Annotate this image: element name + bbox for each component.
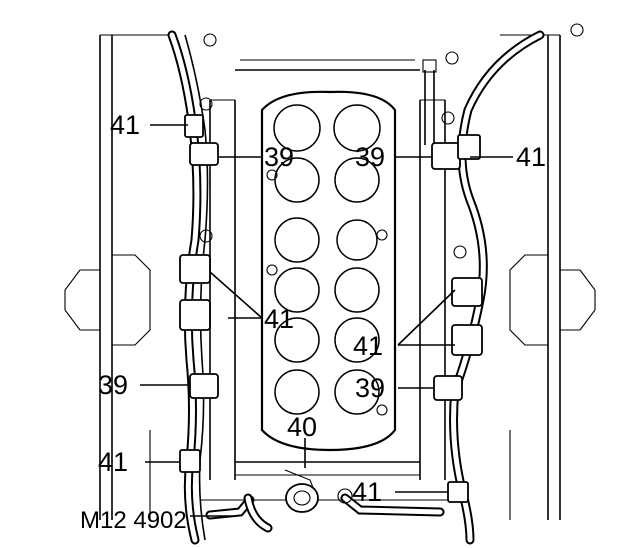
callout-41-top-left: 41 [110, 110, 140, 140]
intake-manifold-gasket [260, 90, 397, 452]
callout-39-lower-left: 39 [98, 370, 128, 400]
callout-40-center: 40 [287, 412, 317, 442]
leader-lines [140, 124, 513, 517]
callout-41-bottom-right: 41 [352, 477, 382, 507]
callout-39-top-right: 39 [355, 142, 385, 172]
engine-block-outline [64, 23, 596, 520]
callout-39-top-left: 39 [264, 142, 294, 172]
callout-39-lower-right: 39 [355, 373, 385, 403]
sensor-component [205, 469, 445, 533]
callout-41-mid-right: 41 [353, 331, 383, 361]
figure-id: M12 4902 [80, 507, 187, 534]
connector-clips [179, 114, 483, 503]
callout-41-mid-left: 41 [264, 304, 294, 334]
callout-41-top-right: 41 [516, 142, 546, 172]
callout-41-bottom-left: 41 [98, 447, 128, 477]
